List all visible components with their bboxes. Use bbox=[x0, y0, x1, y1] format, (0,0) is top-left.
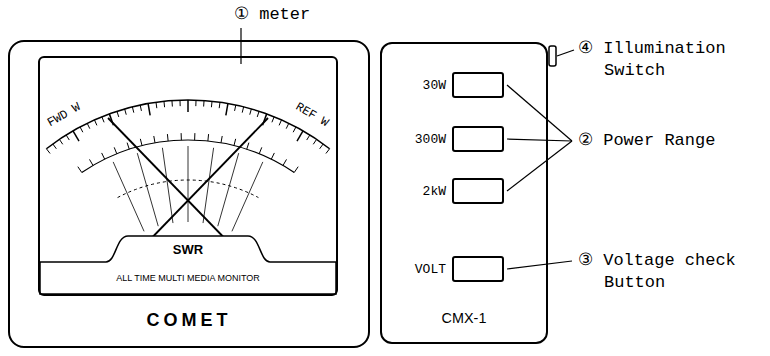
scale-label: SWR bbox=[173, 242, 203, 257]
push-button: 30W bbox=[452, 72, 504, 98]
leader-line bbox=[557, 50, 574, 56]
leader-line bbox=[507, 85, 572, 141]
meter-housing: COMET FWD W REF W SWR ALL TIME MULTI MEDIA M… bbox=[8, 40, 370, 348]
callout-label: ① meter bbox=[234, 4, 384, 26]
leader-line bbox=[507, 261, 572, 269]
push-button: VOLT bbox=[452, 256, 504, 282]
meter-scale bbox=[46, 100, 329, 231]
illumination-switch bbox=[549, 46, 556, 66]
meter-face: FWD W REF W SWR ALL TIME MULTI MEDIA MONITO… bbox=[38, 56, 338, 296]
meter-legend: ALL TIME MULTI MEDIA MONITOR bbox=[116, 273, 260, 283]
callout-label: ④ Illumination Switch bbox=[578, 38, 760, 82]
callout-label: ② Power Range bbox=[578, 130, 760, 152]
leader-line bbox=[507, 141, 572, 191]
model-name: CMX-1 bbox=[382, 310, 546, 326]
leader-line bbox=[240, 28, 241, 64]
needle-cover bbox=[40, 236, 336, 294]
push-button: 2kW bbox=[452, 178, 504, 204]
control-panel: CMX-1 30W 300W 2kW VOLT bbox=[380, 42, 548, 344]
brand-logo: COMET bbox=[10, 310, 368, 331]
meter-needle bbox=[108, 118, 268, 250]
button-label: 2kW bbox=[423, 184, 446, 199]
scale-label: REF W bbox=[293, 100, 331, 130]
scale-label: FWD W bbox=[45, 100, 83, 130]
button-label: 30W bbox=[423, 78, 446, 93]
callout-label: ③ Voltage check Button bbox=[578, 250, 760, 294]
button-label: VOLT bbox=[415, 262, 446, 277]
leader-line bbox=[507, 139, 572, 141]
button-label: 300W bbox=[415, 132, 446, 147]
push-button: 300W bbox=[452, 126, 504, 152]
